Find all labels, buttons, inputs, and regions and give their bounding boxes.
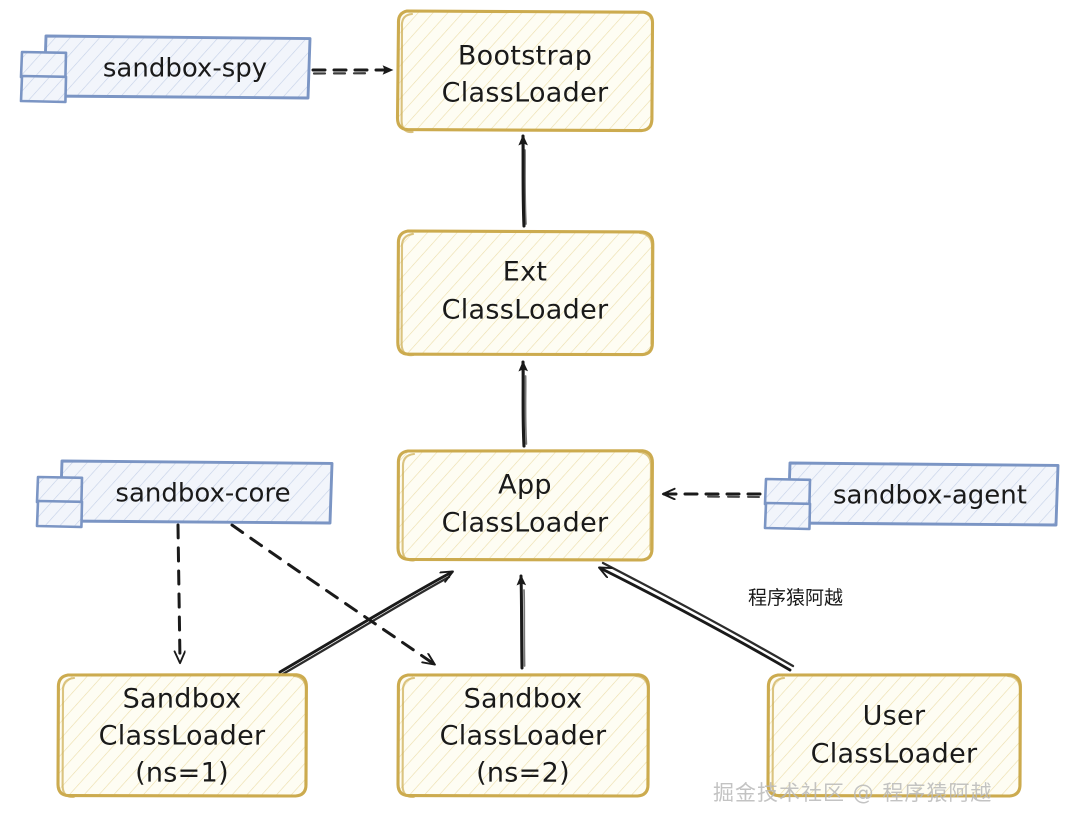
edge-app-to-ext xyxy=(518,360,529,448)
node-label-line: ClassLoader xyxy=(99,721,266,752)
edge-core-to-ns2 xyxy=(230,523,434,664)
node-label-line: ClassLoader xyxy=(811,739,978,770)
component-label: sandbox-core xyxy=(115,479,290,509)
node-label-line: ClassLoader xyxy=(442,78,609,109)
node-component-sandbox-agent[interactable]: sandbox-agent xyxy=(763,461,1060,531)
node-label-line: (ns=1) xyxy=(135,758,229,789)
node-bootstrap-classloader[interactable]: Bootstrap ClassLoader xyxy=(395,9,655,134)
node-label-line: (ns=2) xyxy=(476,758,570,789)
node-app-classloader[interactable]: App ClassLoader xyxy=(396,449,654,562)
node-label-line: Bootstrap xyxy=(458,41,592,72)
node-label-line: ClassLoader xyxy=(442,295,609,326)
edge-user-to-app xyxy=(600,561,795,672)
node-sandbox-classloader-ns1[interactable]: Sandbox ClassLoader (ns=1) xyxy=(56,673,308,798)
node-component-sandbox-spy[interactable]: sandbox-spy xyxy=(19,34,312,104)
edge-ext-to-bootstrap xyxy=(518,134,528,228)
node-label-line: ClassLoader xyxy=(440,721,607,752)
node-ext-classloader[interactable]: Ext ClassLoader xyxy=(396,229,655,357)
node-label-line: User xyxy=(863,701,926,732)
node-sandbox-classloader-ns2[interactable]: Sandbox ClassLoader (ns=2) xyxy=(396,673,650,798)
author-note: 程序猿阿越 xyxy=(748,587,843,609)
edge-ns2-to-app xyxy=(516,574,527,670)
edge-agent-to-app xyxy=(664,494,762,497)
node-label-line: Sandbox xyxy=(464,684,583,715)
watermark: 掘金技术社区 @ 程序猿阿越 xyxy=(713,781,992,805)
edge-ns1-to-app xyxy=(274,572,452,680)
edge-spy-to-bootstrap xyxy=(311,65,394,75)
node-label-line: ClassLoader xyxy=(442,508,609,539)
node-label-line: Sandbox xyxy=(123,684,242,715)
edge-core-to-ns1 xyxy=(178,523,180,662)
node-label-line: App xyxy=(498,470,552,501)
component-label: sandbox-spy xyxy=(103,54,267,84)
node-user-classloader[interactable]: User ClassLoader xyxy=(766,673,1022,798)
component-label: sandbox-agent xyxy=(833,481,1027,511)
node-component-sandbox-core[interactable]: sandbox-core xyxy=(35,459,334,529)
node-label-line: Ext xyxy=(503,257,548,288)
